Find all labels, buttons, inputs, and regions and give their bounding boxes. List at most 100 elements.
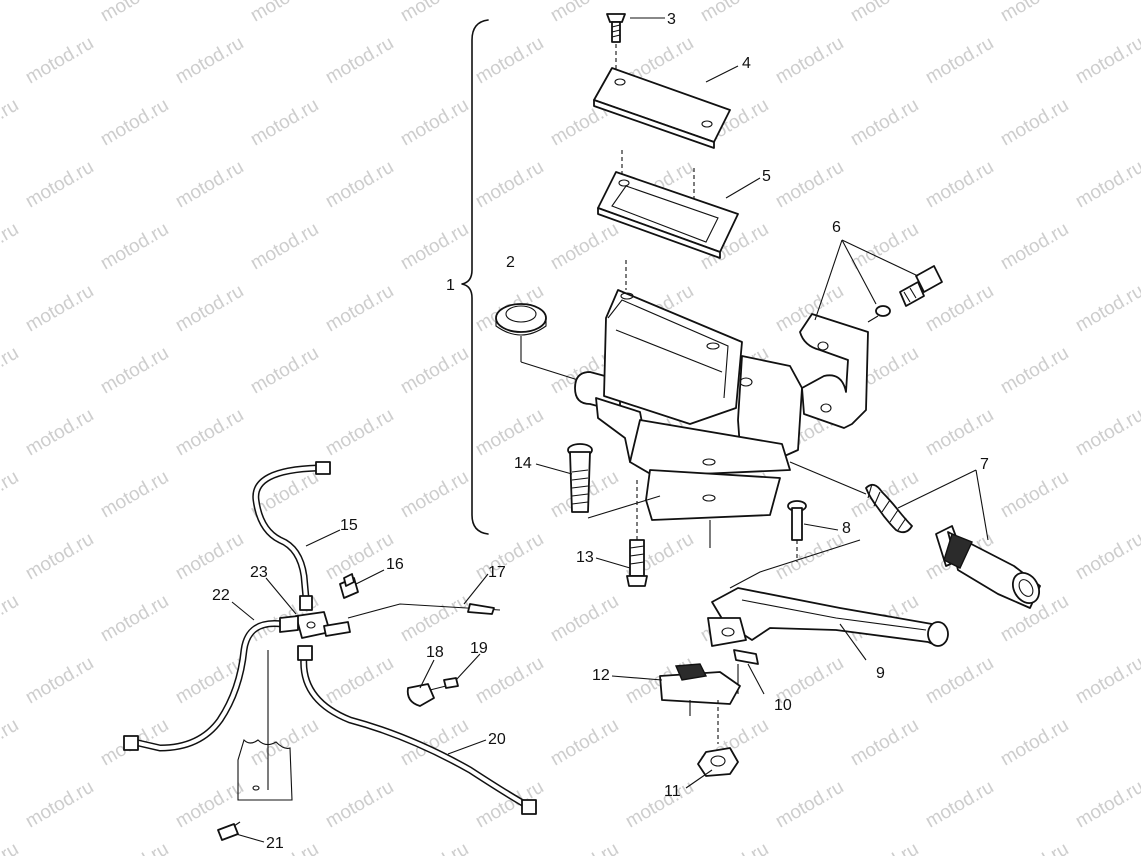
watermark-text: motod.ru <box>247 839 322 856</box>
watermark-text: motod.ru <box>0 839 22 856</box>
watermark-text: motod.ru <box>397 467 472 523</box>
hose-part-22 <box>123 615 299 752</box>
watermark-text: motod.ru <box>322 405 397 461</box>
callout-15: 15 <box>340 517 358 534</box>
callout-19: 19 <box>470 640 488 657</box>
callout-3: 3 <box>667 11 676 28</box>
watermark-text: motod.ru <box>247 343 322 399</box>
watermark-text: motod.ru <box>1072 281 1141 337</box>
watermark-text: motod.ru <box>0 0 22 26</box>
watermark-text: motod.ru <box>22 529 97 585</box>
switch-part-18 <box>406 683 447 707</box>
callout-8: 8 <box>842 520 851 537</box>
cover-plate-part-4 <box>593 67 731 149</box>
watermark-text: motod.ru <box>22 405 97 461</box>
spring-part-10 <box>733 649 759 694</box>
watermark-text: motod.ru <box>1072 33 1141 89</box>
watermark-text: motod.ru <box>997 219 1072 275</box>
watermark-text: motod.ru <box>547 219 622 275</box>
actuator-part-12 <box>659 663 741 716</box>
watermark-text: motod.ru <box>472 33 547 89</box>
watermark-text: motod.ru <box>472 653 547 709</box>
watermark-text: motod.ru <box>1072 529 1141 585</box>
callout-11: 11 <box>664 783 681 800</box>
watermark-text: motod.ru <box>322 653 397 709</box>
grommet-part-2 <box>495 303 579 381</box>
watermark-text: motod.ru <box>997 839 1072 856</box>
watermark-text: motod.ru <box>847 0 922 26</box>
callout-21: 21 <box>266 835 284 852</box>
watermark-text: motod.ru <box>922 777 997 833</box>
watermark-text: motod.ru <box>172 157 247 213</box>
watermark-text: motod.ru <box>847 95 922 151</box>
watermark-text: motod.ru <box>697 839 772 856</box>
watermark-text: motod.ru <box>22 281 97 337</box>
watermark-text: motod.ru <box>0 219 22 275</box>
nut-part-11 <box>697 700 739 777</box>
watermark-text: motod.ru <box>472 529 547 585</box>
hose-part-15 <box>252 461 331 611</box>
watermark-text: motod.ru <box>0 95 22 151</box>
callout-22: 22 <box>212 587 230 604</box>
watermark-text: motod.ru <box>772 33 847 89</box>
watermark-text: motod.ru <box>1072 157 1141 213</box>
callout-16: 16 <box>386 556 404 573</box>
watermark-text: motod.ru <box>547 591 622 647</box>
watermark-text: motod.ru <box>0 343 22 399</box>
watermark-text: motod.ru <box>0 591 22 647</box>
watermark-text: motod.ru <box>97 591 172 647</box>
watermark-text: motod.ru <box>322 777 397 833</box>
watermark-text: motod.ru <box>172 405 247 461</box>
watermark-text: motod.ru <box>997 715 1072 771</box>
watermark-text: motod.ru <box>97 219 172 275</box>
watermark-text: motod.ru <box>997 467 1072 523</box>
hose-part-20 <box>297 645 537 815</box>
callout-1: 1 <box>446 277 455 294</box>
callout-6: 6 <box>832 219 841 236</box>
watermark-text: motod.ru <box>547 715 622 771</box>
callout-5: 5 <box>762 168 771 185</box>
watermark-text: motod.ru <box>697 0 772 26</box>
callout-2: 2 <box>506 254 515 271</box>
watermark-text: motod.ru <box>997 0 1072 26</box>
watermark-text: motod.ru <box>22 33 97 89</box>
watermark-text: motod.ru <box>322 281 397 337</box>
watermark-text: motod.ru <box>397 219 472 275</box>
watermark-text: motod.ru <box>97 839 172 856</box>
brake-lever-part-9 <box>707 539 949 647</box>
watermark-text: motod.ru <box>847 839 922 856</box>
callout-labels: 1 2 3 4 5 6 7 8 9 10 11 12 13 14 15 16 1… <box>212 11 989 852</box>
callout-12: 12 <box>592 667 610 684</box>
watermark-text: motod.ru <box>847 715 922 771</box>
watermark-text: motod.ru <box>172 529 247 585</box>
watermark-text: motod.ru <box>97 467 172 523</box>
callout-20: 20 <box>488 731 506 748</box>
callout-14: 14 <box>514 455 532 472</box>
junction-block-part-23 <box>295 611 351 639</box>
bleeder-part-16 <box>339 573 359 599</box>
clamp-part-6 <box>799 265 943 429</box>
watermark-text: motod.ru <box>472 157 547 213</box>
bolt-part-13 <box>626 480 648 587</box>
callout-23: 23 <box>250 564 268 581</box>
switch-wire-part-17 <box>347 603 501 619</box>
watermark-text: motod.ru <box>997 95 1072 151</box>
watermark-text: motod.ru <box>22 157 97 213</box>
watermark-text: motod.ru <box>397 95 472 151</box>
watermark-text: motod.ru <box>247 0 322 26</box>
callout-13: 13 <box>576 549 594 566</box>
watermark-text: motod.ru <box>1072 405 1141 461</box>
screw-part-19 <box>443 677 459 689</box>
watermark-text: motod.ru <box>322 33 397 89</box>
callout-17: 17 <box>488 564 506 581</box>
watermark-text: motod.ru <box>547 839 622 856</box>
watermark-text: motod.ru <box>997 343 1072 399</box>
assembly-bracket <box>461 19 489 535</box>
screw-part-3 <box>606 13 626 70</box>
watermark-text: motod.ru <box>772 777 847 833</box>
leader-lines <box>231 17 989 843</box>
callout-4: 4 <box>742 55 751 72</box>
watermark-text: motod.ru <box>22 653 97 709</box>
